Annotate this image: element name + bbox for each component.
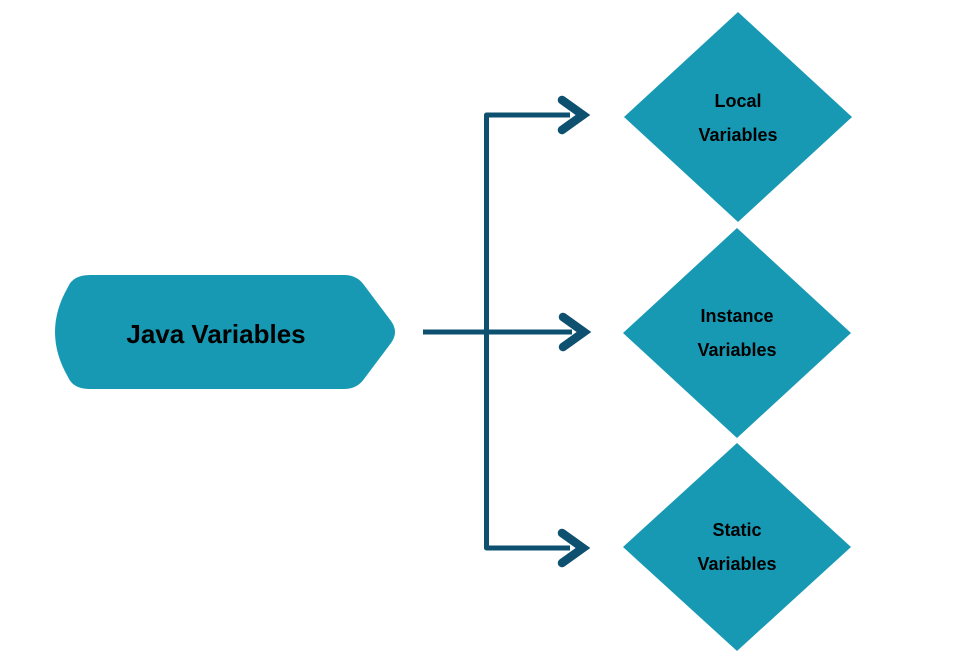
arrowhead-bottom-icon bbox=[557, 528, 591, 568]
node-instance-label-line2: Variables bbox=[697, 340, 776, 360]
node-static-label-line1: Static bbox=[712, 520, 761, 540]
arrowhead-top-icon bbox=[557, 95, 591, 135]
node-local-label-line1: Local bbox=[714, 91, 761, 111]
connector-lines bbox=[423, 112, 572, 551]
node-static-label-line2: Variables bbox=[697, 554, 776, 574]
node-instance-label-line1: Instance bbox=[700, 306, 773, 326]
root-shape bbox=[55, 275, 395, 389]
root-label: Java Variables bbox=[126, 319, 305, 349]
node-local-label-line2: Variables bbox=[698, 125, 777, 145]
node-instance-variables bbox=[623, 228, 851, 438]
arrowhead-middle-icon bbox=[558, 312, 592, 352]
node-local-variables bbox=[624, 12, 852, 222]
node-static-variables bbox=[623, 443, 851, 651]
